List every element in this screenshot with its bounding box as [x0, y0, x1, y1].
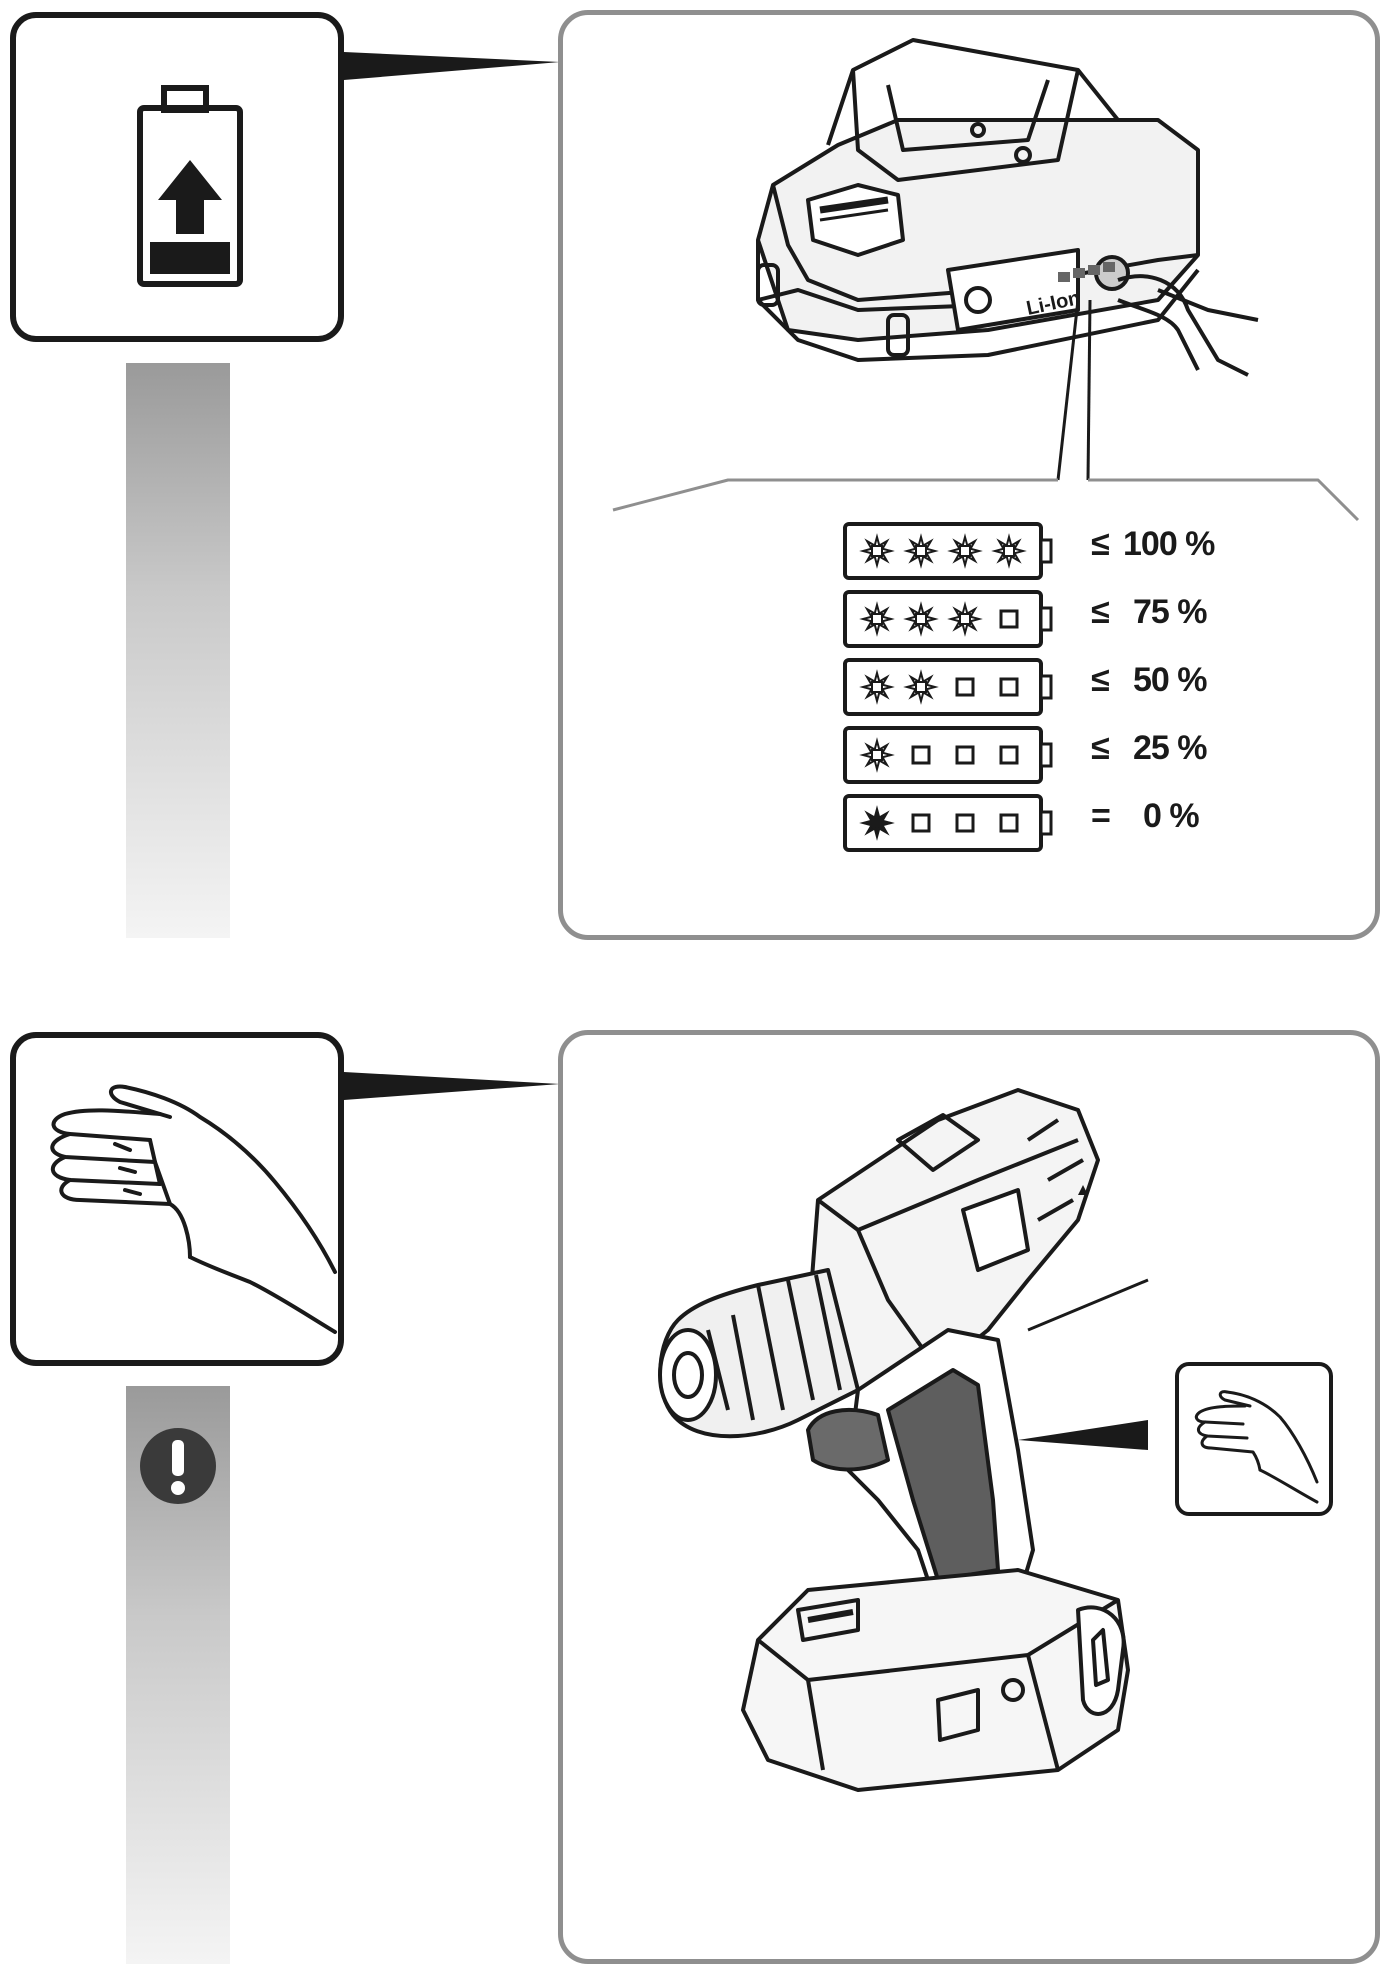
charge-level-text: 50 % [1133, 661, 1207, 699]
led-lit-icon [903, 533, 939, 569]
battery-terminal [1039, 674, 1053, 700]
charge-symbol: ≤ [1091, 593, 1110, 631]
led-indicator-50 [843, 658, 1053, 716]
led-off-icon [999, 609, 1019, 629]
grip-hand-icon-box [1175, 1362, 1333, 1516]
bottom-callout-pointer [344, 1072, 560, 1100]
battery-terminal [1039, 742, 1053, 768]
led-off-icon [999, 677, 1019, 697]
battery-charge-icon [137, 85, 243, 287]
led-off-icon [999, 745, 1019, 765]
led-lit-icon [903, 669, 939, 705]
led-indicator-25 [843, 726, 1053, 784]
charge-symbol: ≤ [1091, 729, 1110, 767]
top-gray-bar [126, 363, 230, 938]
led-lit-icon [859, 669, 895, 705]
hand-icon-box [10, 1032, 344, 1366]
charge-level-text: 100 % [1123, 525, 1215, 563]
led-blink-icon [859, 805, 895, 841]
battery-panel: Li-Ion ≤ 100 % ≤ 75 % ≤ 50 % ≤ 25 % = 0 … [558, 10, 1380, 940]
cordless-drill-illustration [658, 1088, 1149, 1792]
led-off-icon [911, 745, 931, 765]
charge-symbol: ≤ [1091, 661, 1110, 699]
led-off-icon [911, 813, 931, 833]
drill-panel [558, 1030, 1380, 1964]
battery-charge-icon-box [10, 12, 344, 342]
led-off-icon [955, 745, 975, 765]
hand-icon [50, 1084, 337, 1334]
charge-level-table: ≤ 100 % ≤ 75 % ≤ 50 % ≤ 25 % = 0 % [563, 15, 1375, 935]
exclamation-icon [140, 1428, 216, 1504]
led-lit-icon [859, 601, 895, 637]
led-lit-icon [991, 533, 1027, 569]
charge-level-text: 75 % [1133, 593, 1207, 631]
led-lit-icon [903, 601, 939, 637]
led-lit-icon [947, 601, 983, 637]
charge-level-text: 0 % [1143, 797, 1200, 835]
battery-terminal [1039, 538, 1053, 564]
led-off-icon [999, 813, 1019, 833]
battery-terminal [1039, 810, 1053, 836]
led-off-icon [955, 813, 975, 833]
charge-symbol: ≤ [1091, 525, 1110, 563]
led-lit-icon [859, 737, 895, 773]
led-indicator-0 [843, 794, 1053, 852]
led-lit-icon [947, 533, 983, 569]
led-off-icon [955, 677, 975, 697]
led-indicator-100 [843, 522, 1053, 580]
led-indicator-75 [843, 590, 1053, 648]
charge-level-text: 25 % [1133, 729, 1207, 767]
led-lit-icon [859, 533, 895, 569]
battery-terminal [1039, 606, 1053, 632]
top-callout-pointer [344, 52, 560, 80]
charge-symbol: = [1091, 797, 1111, 835]
grip-hand-icon [1194, 1390, 1319, 1504]
battery-pack-illustration: Li-Ion [612, 38, 1360, 522]
